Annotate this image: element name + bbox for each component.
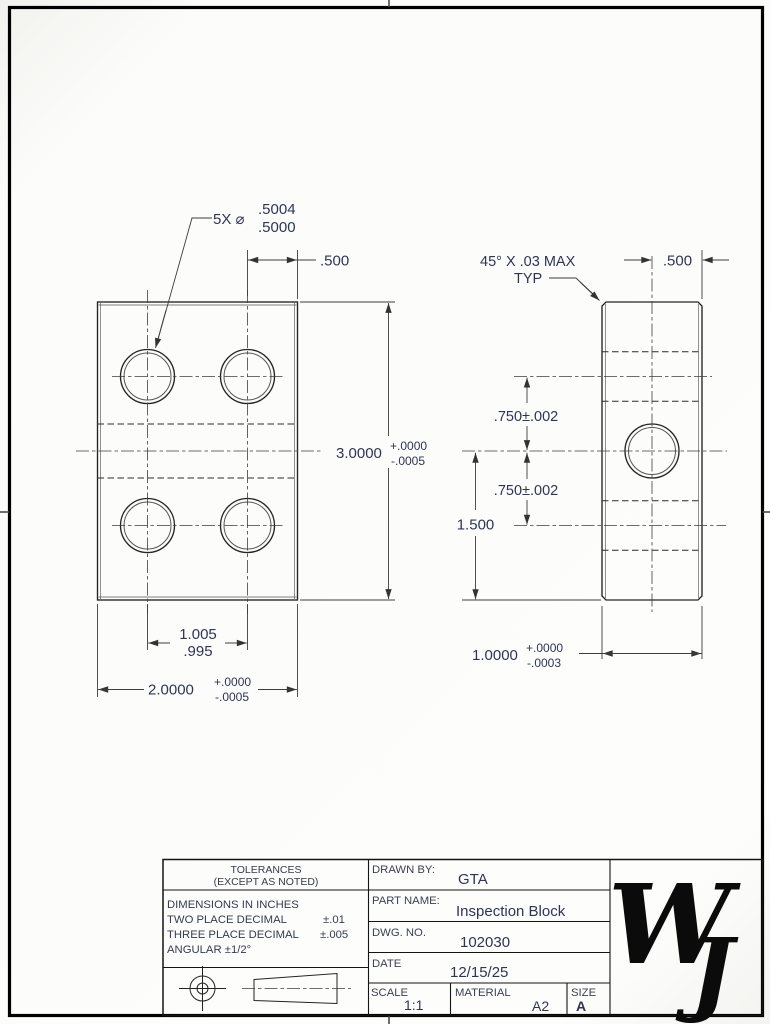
title-block: TOLERANCES (EXCEPT AS NOTED) DIMENSIONS …	[162, 858, 764, 1024]
material-value: A2	[532, 998, 549, 1014]
dim-hole-spacing-upper: 1.005	[179, 626, 217, 643]
tolerance-note-line2-value: ±.01	[323, 914, 345, 926]
tolerances-header-line2: (EXCEPT AS NOTED)	[214, 876, 319, 888]
drawn-by-label: DRAWN BY:	[372, 864, 435, 876]
size-label: SIZE	[571, 987, 597, 999]
projection-symbols	[179, 966, 351, 1011]
hole-callout-upper: .5004	[258, 201, 296, 218]
dim-height-minus-tol: -.0005	[391, 454, 425, 468]
date-label: DATE	[372, 958, 402, 970]
company-logo: W J	[608, 860, 741, 1024]
dim-center-to-edge: .500	[663, 253, 692, 270]
date-value: 12/15/25	[450, 964, 508, 981]
size-value: A	[576, 998, 586, 1014]
front-view-dimensions: 5X ⌀ .5004 .5000 .500 3.0000 +.0000 -.00…	[97, 201, 427, 704]
scale-value: 1:1	[404, 997, 424, 1013]
dwg-no-value: 102030	[460, 934, 510, 951]
dim-height-plus-tol: +.0000	[390, 439, 427, 453]
dim-lower-hole: .750±.002	[494, 483, 558, 499]
chamfer-note-line2: TYP	[514, 271, 542, 287]
dim-width-minus-tol: -.0005	[215, 690, 249, 704]
dim-width-value: 2.0000	[148, 682, 194, 699]
scale-label: SCALE	[371, 987, 409, 999]
tolerance-note-line4: ANGULAR ±1/2°	[167, 944, 251, 956]
chamfer-note-line1: 45° X .03 MAX	[480, 254, 576, 270]
side-view	[462, 256, 727, 612]
material-label: MATERIAL	[455, 987, 511, 999]
dim-hole-spacing-lower: .995	[183, 643, 212, 660]
part-name-value: Inspection Block	[456, 903, 566, 920]
drawn-by-value: GTA	[458, 871, 488, 888]
dim-thickness-value: 1.0000	[472, 647, 518, 664]
logo-letter-w: W	[608, 860, 741, 989]
dim-width-plus-tol: +.0000	[214, 675, 251, 689]
part-name-label: PART NAME:	[372, 895, 440, 907]
front-view	[76, 290, 321, 614]
tolerance-note-line3-label: THREE PLACE DECIMAL	[167, 929, 299, 941]
dwg-no-label: DWG. NO.	[372, 927, 426, 939]
dim-upper-hole: .750±.002	[494, 409, 558, 425]
tolerance-note-line3-value: ±.005	[320, 929, 348, 941]
tolerances-header-line1: TOLERANCES	[231, 864, 302, 876]
tolerance-note-line2-label: TWO PLACE DECIMAL	[167, 914, 287, 926]
dim-center-height: 1.500	[457, 517, 495, 534]
side-view-dimensions: 45° X .03 MAX TYP .500 .750±.002 .750±.0…	[457, 250, 729, 670]
dim-height-value: 3.0000	[336, 445, 382, 462]
dim-edge-to-hole: .500	[320, 253, 349, 270]
hole-callout-label: 5X ⌀	[213, 211, 245, 228]
dim-thickness-plus-tol: +.0000	[526, 641, 563, 655]
dim-thickness-minus-tol: -.0003	[527, 656, 561, 670]
hole-callout-lower: .5000	[258, 219, 296, 236]
tolerance-note-line1: DIMENSIONS IN INCHES	[167, 899, 299, 911]
